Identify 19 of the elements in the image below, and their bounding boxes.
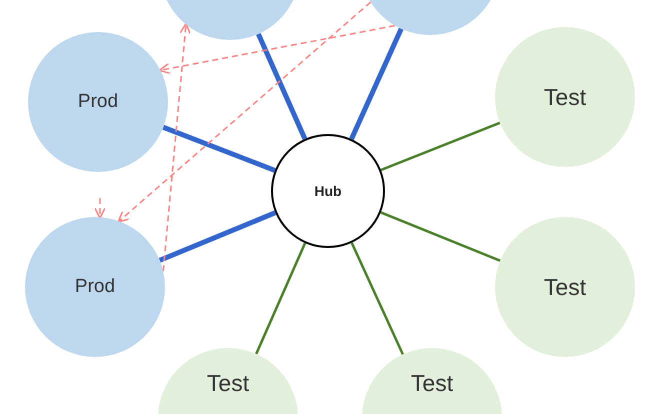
connector-line: [256, 32, 308, 140]
connector-line: [162, 124, 276, 173]
node-label: Hub: [314, 182, 342, 200]
node-label: Test: [206, 369, 250, 398]
node-label: Prod: [78, 90, 118, 114]
connector-line: [380, 122, 500, 172]
connector-line: [350, 242, 404, 355]
dashed-arrow: [158, 24, 396, 74]
dashed-arrow: [117, 2, 372, 223]
connector-line: [380, 211, 501, 262]
dashed-arrow: [162, 22, 191, 272]
node-label: Prod: [74, 274, 116, 299]
connector-line: [158, 210, 276, 263]
node-label: Test: [410, 369, 454, 398]
connector-line: [349, 28, 404, 140]
node-label: Test: [544, 272, 586, 302]
connector-line: [255, 242, 306, 354]
dashed-arrow: [94, 198, 106, 219]
node-label: Test: [544, 82, 586, 112]
